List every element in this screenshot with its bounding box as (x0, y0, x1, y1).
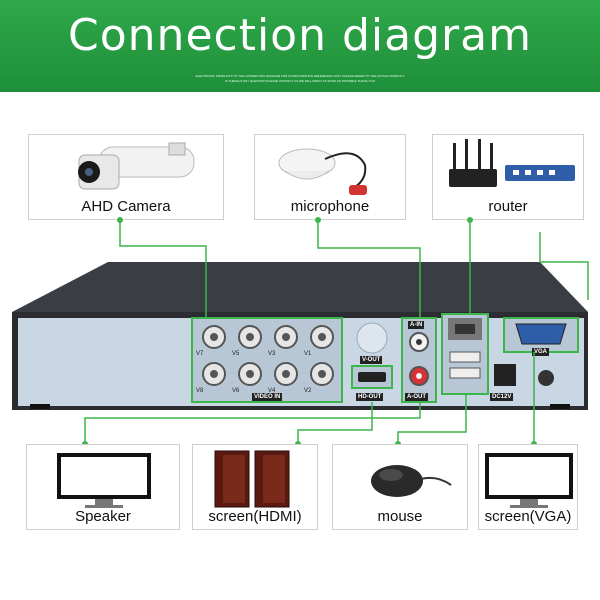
channel-label-v5: V5 (232, 351, 240, 357)
v-out-label: V-OUT (360, 356, 383, 364)
monitor-icon (57, 453, 151, 508)
device-label-screen-vga: screen(VGA) (484, 508, 572, 525)
device-label-microphone: microphone (290, 198, 370, 215)
device-box-router: router (432, 134, 584, 220)
channel-label-v6: V6 (232, 388, 240, 394)
device-box-speaker: Speaker (26, 444, 180, 530)
channel-label-v2: V2 (304, 388, 312, 394)
a-out-label: A-OUT (405, 393, 428, 401)
channel-label-v8: V8 (196, 388, 204, 394)
camera-icon (78, 142, 195, 190)
channel-label-v4: V4 (268, 388, 276, 394)
device-box-mouse: mouse (332, 444, 468, 530)
dc-label: DC12V (490, 393, 514, 401)
device-label-router: router (488, 198, 528, 215)
usb-port-1 (449, 351, 481, 363)
vga-label: VGA (532, 348, 550, 356)
vga-port (515, 323, 567, 345)
dc-port (494, 364, 516, 386)
device-box-screen-hdmi: screen(HDMI) (192, 444, 318, 530)
usb-port-2 (449, 367, 481, 379)
device-box-microphone: microphone (254, 134, 406, 220)
header-banner: Connection diagram ELECTRONIC PRODUCTS T… (0, 0, 600, 92)
fine-print-line-2: IF THERE IS ANY QUESTION PLEASE CONTACT … (225, 79, 375, 83)
router-icon (449, 139, 575, 187)
monitor-icon (485, 453, 573, 508)
hd-out-label: HD-OUT (356, 393, 384, 401)
channel-label-v3: V3 (268, 351, 276, 357)
device-box-screen-vga: screen(VGA) (478, 444, 578, 530)
a-in-label: A-IN (408, 321, 425, 329)
device-label-mouse: mouse (377, 508, 423, 525)
speaker-icon (214, 450, 290, 508)
device-box-ahd-camera: AHD Camera (28, 134, 224, 220)
bnc-connectors (202, 325, 334, 386)
fine-print-line-1: ELECTRONIC PRODUCTS TO THE CONNECTION DI… (195, 74, 405, 78)
device-label-ahd-camera: AHD Camera (81, 198, 171, 215)
microphone-icon (278, 148, 367, 195)
v-out-port (356, 322, 388, 354)
dvr-top-lid (12, 262, 588, 312)
video-in-label: VIDEO IN (252, 393, 283, 401)
page-title: Connection diagram (68, 10, 532, 61)
device-label-screen-hdmi: screen(HDMI) (208, 508, 302, 525)
device-label-speaker: Speaker (75, 508, 131, 525)
mouse-icon (371, 465, 452, 497)
audio-block (401, 317, 437, 403)
channel-label-v1: V1 (304, 351, 312, 357)
hdmi-port (358, 372, 386, 382)
ground-screw (538, 370, 554, 386)
channel-label-v7: V7 (196, 351, 204, 357)
